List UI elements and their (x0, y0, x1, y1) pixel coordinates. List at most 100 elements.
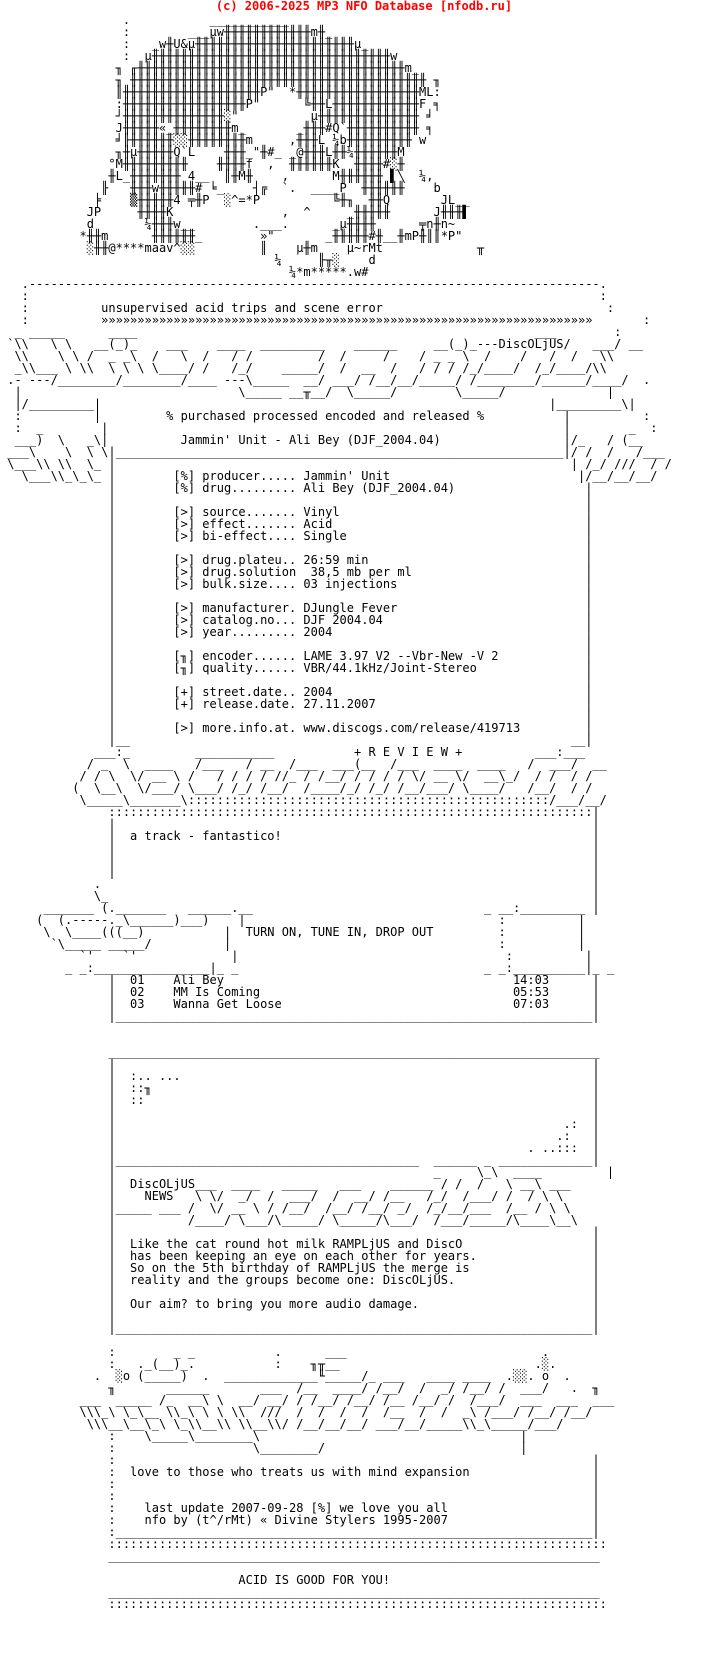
nfo-line: | . ..::: | (0, 1141, 600, 1155)
nfo-line: ( (.-----._\______)___) | : | (0, 913, 586, 927)
nfo-line: ╫L_╫╫╫╫╫╫╫ 4__ ║╫M╫ , M╫╫╫╫╫╫ ▌╲ ¼, (0, 169, 434, 183)
nfo-line: ___\ \ \ \|_____________________________… (0, 445, 665, 459)
nfo-line: : _w╫U&µ╫╫╫╫╫╫╫╫╫╫╫╫╫╫╫╫╫╫╫╫╫╫µ_ (0, 37, 369, 51)
nfo-line: d ¼╫╫╫w__ .___. _µ╫╫╫╫ ╤n╫n~ (0, 217, 456, 231)
nfo-line: ¼ ╟╥░ d (0, 253, 376, 267)
nfo-line: | | (0, 841, 600, 855)
nfo-line: | [>] drug.plateu.. 26:59 min | (0, 553, 593, 567)
nfo-line: .- ---/________/________/____ ---\_____ … (0, 373, 651, 387)
nfo-line: ╞ ▒╫╫╫╫╫4 ╤╫P ░^=*P ╚╫╖ ╫╫Q JL__ (0, 193, 470, 207)
nfo-line: | ::╖ | (0, 1081, 600, 1095)
nfo-line: ________________________________________… (0, 1585, 600, 1599)
nfo-line: `' `' | : | (0, 949, 593, 963)
nfo-line: : love to those who treats us with mind … (0, 1465, 600, 1479)
nfo-line: _\\___ \ \\ \ \ \ \____/ / /_/ _____/ / … (0, 361, 607, 375)
nfo-line: : _ _ . ___ . (0, 1345, 550, 1359)
nfo-line: | 01 Ali Bey 14:03 | (0, 973, 600, 987)
nfo-line: : last update 2007-09-28 [%] we love you… (0, 1501, 600, 1515)
nfo-line: ________________________________________… (0, 1549, 600, 1563)
nfo-line: : | (0, 1489, 600, 1503)
nfo-line: | | (0, 673, 593, 687)
nfo-line: | NEWS \ \/ _/ / ___/ / __/ /__ /_/ /___… (0, 1189, 564, 1203)
nfo-line: . | (0, 877, 600, 891)
nfo-line: | .: | (0, 1129, 600, 1143)
nfo-line: : : (0, 289, 607, 303)
nfo-line: _ _____ ____ ___ : (0, 325, 622, 339)
nfo-line: : | (0, 1453, 600, 1467)
nfo-line: ░╫╫@****maav^░░ ║ µ╫m µ~rMt ╥ (0, 241, 485, 255)
nfo-line: |/_________| |_________\| (0, 397, 636, 411)
nfo-line: | [>] manufacturer. DJungle Fever | (0, 601, 593, 615)
nfo-line: | | (0, 817, 600, 831)
nfo-line: | a track - fantastico! | (0, 829, 600, 843)
nfo-line: | | (0, 1105, 600, 1119)
nfo-line: |__ __| (0, 733, 593, 747)
nfo-line: | Our aim? to bring you more audio damag… (0, 1297, 600, 1311)
nfo-line: / _ \ ____ /___ / __ /___ ___(__ /___ __… (0, 757, 607, 771)
nfo-line: \\ \ \ / _ _\ / \ / / / / / / / _ _ \ / … (0, 349, 615, 363)
nfo-line: : _ | | _ : (0, 421, 658, 435)
nfo-line: ╖╫µ╫╫╫╫╫Q`L ╫╫╫_"╫#_ _@╫╫╫L╫╫¼╫╫╫╫╫╫M (0, 145, 405, 159)
nfo-line: | [╖] encoder...... LAME 3.97 V2 --Vbr-N… (0, 649, 593, 663)
nfo-line: | reality and the groups become one: Dis… (0, 1273, 600, 1287)
nfo-line: ___ _____ /_ __\ \ __/ __/ / /__/ /__/ /… (0, 1393, 615, 1407)
nfo-line: | [╖] quality...... VBR/44.1kHz/Joint-St… (0, 661, 593, 675)
nfo-line: | | (0, 853, 600, 867)
nfo-line: | .: | (0, 1117, 600, 1131)
nfo-line: : ._(__)_. : ╖╥__ .░. (0, 1357, 557, 1371)
nfo-line: . ___________ (0, 14, 289, 27)
nfo-line: \\\_\ \_\__ \\_\ \ \ \\ /// / / / / /__ … (0, 1405, 593, 1419)
nfo-line: \___\\_\_\_ | [%] producer..... Jammin' … (0, 469, 658, 483)
nfo-line: |_______________________________________… (0, 1153, 600, 1167)
nfo-line: : \________/ | (0, 1441, 528, 1455)
nfo-line: | :.. ... | (0, 1069, 600, 1083)
nfo-body: . ___________ : ___µw╫╫╫╫╫╫╫╫╫╫╫╫m╫_ : _… (0, 14, 728, 1610)
nfo-line: . ░o (_____) . _____________╙_____/_ ___… (0, 1369, 571, 1383)
nfo-line: ::::::::::::::::::::::::::::::::::::::::… (0, 1537, 607, 1551)
nfo-line: ::::::::::::::::::::::::::::::::::::::::… (0, 1597, 607, 1610)
nfo-line: | [%] drug......... Ali Bey (DJF_2004.04… (0, 481, 593, 495)
nfo-line: | | (0, 493, 593, 507)
nfo-line: ___) \ _\| Jammin' Unit - Ali Bey (DJF_2… (0, 433, 643, 447)
nfo-line: | [>] effect....... Acid | (0, 517, 593, 531)
nfo-line: ╖ ╓╫╫╫╫╫╫╫╫╫╫╫╫╫╫╫╫╫╫╫╫╫╫╫╫╫╫╫╫╫╫╫╫╫╫╫╫╫… (0, 61, 420, 75)
nfo-line: `\_____ _____/ | : | (0, 937, 586, 951)
nfo-line: | | (0, 1225, 600, 1239)
nfo-line: | | (0, 709, 593, 723)
nfo-line: | /____/ \___/\_____/ \_____/\___/ /___/… (0, 1213, 578, 1227)
nfo-line: |_______________________________________… (0, 1321, 600, 1335)
nfo-line: | [>] more.info.at. www.discogs.com/rele… (0, 721, 593, 735)
nfo-line: `\\ \ \ __(_)_ ___ ____ _________ ______… (0, 337, 651, 351)
nfo-line: ___:_ ___________ + R E V I E W + ___:__… (0, 745, 586, 759)
nfo-line: \_ | (0, 889, 600, 903)
nfo-line: | | (0, 1285, 600, 1299)
nfo-line: | | (0, 865, 600, 879)
nfo-line: \ \____(((__) | TURN ON, TUNE IN, DROP O… (0, 925, 586, 939)
nfo-line: ________________________________________… (0, 1045, 600, 1059)
nfo-line: ( \__\ \/___/ \___/ /_/ /__/ /____/_/ /_… (0, 781, 593, 795)
nfo-line: | | (0, 637, 593, 651)
nfo-line: | | (0, 1309, 600, 1323)
nfo-line: |_____ ___ / \/ __ \ / /__/ /__/ /__/ _/… (0, 1201, 571, 1215)
nfo-line: \\\__\__\_\ \_\\__\\ \\__\\/ /__/__/__/ … (0, 1417, 564, 1431)
nfo-line: : »»»»»»»»»»»»»»»»»»»»»»»»»»»»»»»»»»»»»»… (0, 313, 651, 327)
nfo-line: | [+] release.date. 27.11.2007 | (0, 697, 593, 711)
nfo-line: | So on the 5th birthday of RAMPLjUS the… (0, 1261, 600, 1275)
nfo-line: : µ╫╫╫╫╫╫╫╫╫╫╫╫╫╫╫╫╫╫╫╫╫╫╫╫╫╫╫╫╫╫╫╫╫w (0, 49, 398, 63)
nfo-line: ╖ ______ ___ /__ ____/ /__/ / _/ /__/ / … (0, 1381, 600, 1395)
nfo-line: \_____\_______\:::::::::::::::::::::::::… (0, 793, 607, 807)
nfo-line: | :: | (0, 1093, 600, 1107)
nfo-line: | DiscOLjUS___ ____ _____ ___ ______ / /… (0, 1177, 571, 1191)
nfo-line: | | (0, 1057, 600, 1071)
nfodb-header: (c) 2006-2025 MP3 NFO Database [nfodb.ru… (215, 0, 513, 13)
nfo-line: | \_____ __╥__/ \_____/ \_____/ | (0, 385, 615, 399)
nfo-line: | [>] bulk.size.... 03 injections | (0, 577, 593, 591)
nfo-line: ┘╫╫╫╫╫╫╫╫╫╫╫╫╫╫░" µ╫╫╫╫╫╫╫╫╫╫╫╫╫╫ ╛ (0, 109, 434, 123)
nfo-line: | _ \_\ ____ | (0, 1165, 615, 1179)
nfo-line: ║╫╫╫╫╫╫╫╫╫╫╫╫╫╫╫╫╫╫╫P" *╫╫╫╫╫╫╫╫╫╫╫╫╫╫╫╫… (0, 85, 441, 99)
nfo-line: *╫╫m ╫╫╫╫╫╫_ »" _╫╫╫╫╫#╫__╫mP╫║║*P" (0, 229, 463, 243)
nfo-line: :╫╫╫╫╫╫╫╫╫╫╫╫╫╫╫╫╫P" ╚╫╫L╫╫╫╫╫╫╫╫╫╫╫╫F ╕ (0, 97, 441, 111)
nfo-line: | 03 Wanna Get Loose 07:03 | (0, 997, 600, 1011)
nfo-line: : unsupervised acid trips and scene erro… (0, 301, 615, 315)
nfo-line: ╟ ╫╫╫w╫╫╫╫╫# ╘_ ┤╔ `. ____P ╫╫╫╫╫╫ b (0, 181, 441, 195)
